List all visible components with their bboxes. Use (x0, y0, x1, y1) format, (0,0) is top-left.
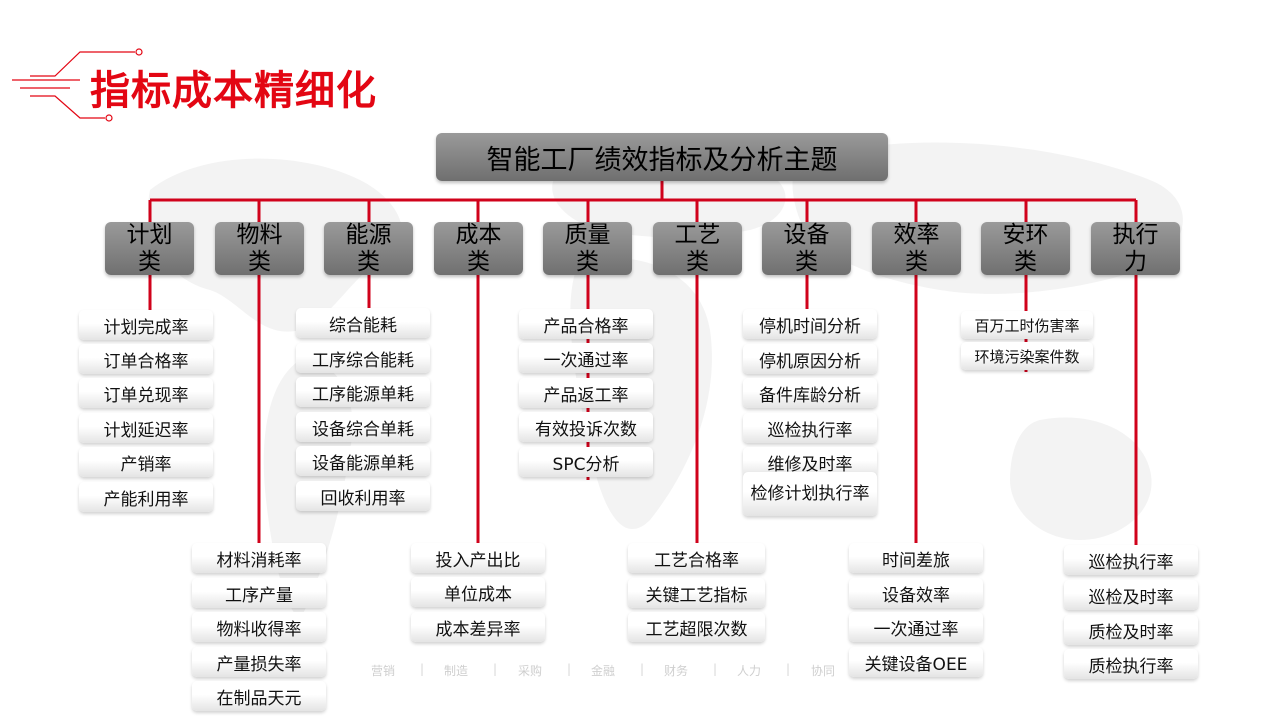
footer-nav-separator: | (639, 662, 645, 676)
category-label: 能源类 (345, 221, 392, 275)
indicator-item: 备件库龄分析 (743, 378, 877, 408)
category-label: 成本类 (455, 221, 502, 275)
indicator-item: 质检及时率 (1064, 615, 1198, 645)
category-box-equipment: 设备类 (762, 222, 851, 275)
indicator-item: 一次通过率 (849, 612, 983, 642)
indicator-item: 工序综合能耗 (296, 343, 430, 373)
indicator-item: 综合能耗 (296, 308, 430, 338)
category-box-safety-env: 安环类 (981, 222, 1070, 275)
indicator-item: 工艺合格率 (628, 543, 765, 573)
category-label: 设备类 (783, 221, 830, 275)
indicator-item: 巡检及时率 (1064, 580, 1198, 610)
footer-nav-item[interactable]: 人力 (736, 664, 761, 678)
indicator-item: 环境污染案件数 (961, 342, 1093, 370)
indicator-item: SPC分析 (519, 447, 653, 477)
footer-nav-item[interactable]: 协同 (810, 664, 835, 678)
footer-nav-item[interactable]: 财务 (663, 664, 688, 678)
indicator-item: 回收利用率 (296, 481, 430, 511)
indicator-item: 产能利用率 (79, 482, 213, 512)
root-topic-box: 智能工厂绩效指标及分析主题 (436, 133, 888, 181)
category-label: 质量类 (564, 221, 611, 275)
footer-nav-item[interactable]: 金融 (590, 664, 615, 678)
indicator-item: 检修计划执行率 (743, 472, 877, 516)
indicator-item: 产品合格率 (519, 309, 653, 339)
footer-nav-separator: | (712, 662, 718, 676)
footer-nav: 营销 | 制造 | 采购 | 金融 | 财务 | 人力 | 协同 (355, 662, 845, 678)
category-label: 效率类 (893, 221, 940, 275)
footer-nav-item[interactable]: 营销 (370, 664, 395, 678)
category-box-efficiency: 效率类 (872, 222, 961, 275)
indicator-item: 投入产出比 (411, 543, 545, 573)
indicator-item: 设备效率 (849, 578, 983, 608)
indicator-item: 产品返工率 (519, 378, 653, 408)
page-title: 指标成本精细化 (90, 68, 377, 114)
category-label: 安环类 (1002, 221, 1049, 275)
category-box-energy: 能源类 (324, 222, 413, 275)
indicator-item: 关键设备OEE (849, 647, 983, 677)
category-label: 执行力 (1112, 221, 1159, 275)
category-label: 工艺类 (674, 221, 721, 275)
indicator-item: 成本差异率 (411, 612, 545, 642)
indicator-item: 产销率 (79, 447, 213, 477)
indicator-item: 巡检执行率 (1064, 545, 1198, 575)
indicator-item: 时间差旅 (849, 543, 983, 573)
indicator-item: 工艺超限次数 (628, 612, 765, 642)
indicator-item: 设备综合单耗 (296, 412, 430, 442)
footer-nav-separator: | (566, 662, 572, 676)
category-box-cost: 成本类 (434, 222, 523, 275)
indicator-item: 巡检执行率 (743, 413, 877, 443)
indicator-item: 在制品天元 (192, 681, 326, 711)
indicator-item: 质检执行率 (1064, 649, 1198, 679)
footer-nav-separator: | (419, 662, 425, 676)
category-box-plan: 计划类 (105, 222, 194, 275)
indicator-item: 停机原因分析 (743, 344, 877, 374)
indicator-item: 材料消耗率 (192, 543, 326, 573)
footer-nav-item[interactable]: 采购 (517, 664, 542, 678)
indicator-item: 计划完成率 (79, 310, 213, 340)
category-label: 物料类 (236, 221, 283, 275)
indicator-item: 设备能源单耗 (296, 446, 430, 476)
title-decoration (12, 48, 143, 122)
indicator-item: 物料收得率 (192, 612, 326, 642)
footer-nav-separator: | (785, 662, 791, 676)
category-box-execution: 执行力 (1091, 222, 1180, 275)
indicator-item: 单位成本 (411, 577, 545, 607)
footer-nav-item[interactable]: 制造 (443, 664, 468, 678)
indicator-item: 产量损失率 (192, 647, 326, 677)
category-box-process: 工艺类 (653, 222, 742, 275)
indicator-item: 工序产量 (192, 578, 326, 608)
category-box-material: 物料类 (215, 222, 304, 275)
category-box-quality: 质量类 (543, 222, 632, 275)
indicator-item: 订单合格率 (79, 344, 213, 374)
category-label: 计划类 (126, 221, 173, 275)
indicator-item: 停机时间分析 (743, 309, 877, 339)
footer-nav-separator: | (492, 662, 498, 676)
indicator-item: 百万工时伤害率 (961, 311, 1093, 339)
indicator-item: 一次通过率 (519, 343, 653, 373)
indicator-item: 计划延迟率 (79, 413, 213, 443)
indicator-item: 工序能源单耗 (296, 377, 430, 407)
indicator-item: 有效投诉次数 (519, 412, 653, 442)
indicator-item: 关键工艺指标 (628, 578, 765, 608)
indicator-item: 订单兑现率 (79, 378, 213, 408)
